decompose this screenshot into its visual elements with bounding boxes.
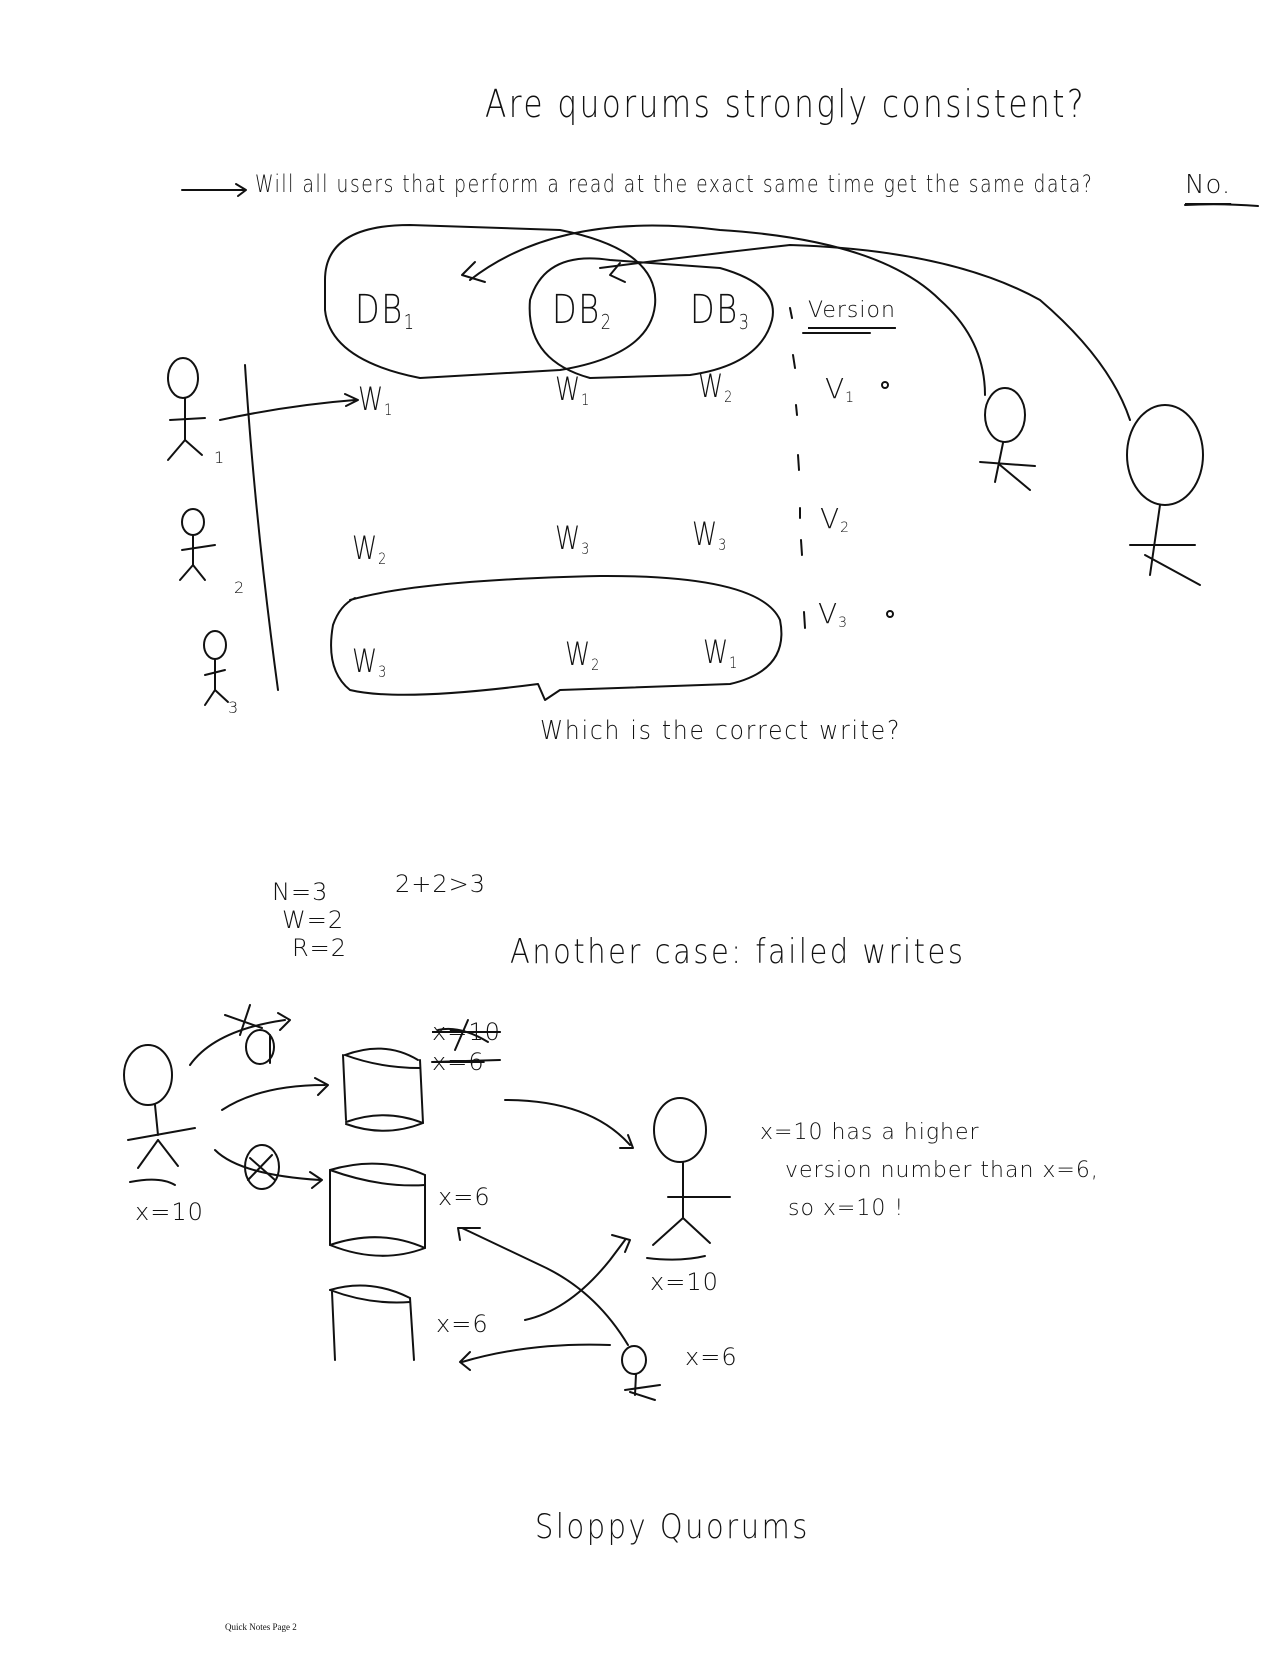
db-a-old-value: x=10	[432, 1018, 501, 1046]
version-header: Version	[808, 298, 896, 323]
user-2-label: 2	[234, 578, 246, 597]
reader1-value: x=10	[650, 1268, 719, 1296]
write-cell: W3	[555, 519, 591, 558]
read-arc-user-b	[599, 244, 1131, 421]
db-label-1: DB1	[355, 287, 416, 334]
read-arrow-reader2-to-db-c	[459, 1343, 611, 1371]
reader1-figure	[646, 1097, 731, 1261]
write-cell: W3	[692, 515, 728, 554]
write-cell: W1	[358, 380, 394, 419]
explanation-line-3: so x=10 !	[788, 1196, 905, 1221]
marker-dot	[886, 610, 894, 618]
user-1-label: 1	[214, 448, 226, 467]
consistency-question: Will all users that perform a read at th…	[255, 170, 1094, 198]
db-label-2: DB2	[552, 287, 613, 334]
quorum-loop-db2-db3	[528, 257, 774, 379]
arrow-icon	[181, 183, 247, 197]
section-title-sloppy-quorums: Sloppy Quorums	[535, 1507, 810, 1547]
writer-value: x=10	[135, 1198, 204, 1226]
param-r: R=2	[292, 934, 348, 962]
page-title: Are quorums strongly consistent?	[485, 82, 1086, 126]
write-cell: W1	[703, 633, 739, 672]
page-footer: Quick Notes Page 2	[225, 1622, 297, 1632]
write-cell: W2	[698, 367, 734, 406]
quorum-loop-db1-db2	[324, 224, 657, 379]
success-mark-circle	[245, 1029, 275, 1065]
write-cell: W3	[352, 642, 388, 681]
version-cell: V2	[820, 502, 851, 537]
strike-x6	[431, 1059, 501, 1063]
answer-underline	[1184, 203, 1259, 207]
read-arrow-db-c-to-reader1	[524, 1234, 631, 1321]
arc-arrowhead-b	[609, 262, 626, 283]
db-label-3: DB3	[690, 287, 751, 334]
reader-a-figure	[979, 387, 1036, 491]
cross-mark	[224, 1004, 263, 1036]
reader-b-figure	[1126, 404, 1204, 586]
explanation-line-1: x=10 has a higher	[760, 1120, 980, 1145]
db-cylinder-a	[342, 1047, 424, 1132]
writer-figure	[123, 1044, 196, 1186]
write-arrow-user1	[219, 393, 359, 421]
explanation-line-2: version number than x=6,	[785, 1158, 1099, 1183]
version-cell: V3	[818, 597, 849, 632]
timeline-axis	[244, 364, 279, 691]
write-arrow-db-a	[221, 1077, 329, 1111]
reader2-value: x=6	[685, 1343, 738, 1371]
failure-mark-circle	[244, 1144, 280, 1190]
arc-arrowhead-a	[461, 261, 486, 283]
db-cylinder-c	[329, 1284, 415, 1361]
marker-dot	[881, 381, 889, 389]
param-n: N=3	[272, 878, 329, 906]
db-cylinder-b	[329, 1162, 426, 1257]
db-c-value: x=6	[436, 1310, 489, 1338]
version-cell: V1	[825, 372, 856, 407]
db-b-value: x=6	[438, 1183, 491, 1211]
user-1-figure	[167, 357, 206, 461]
quorum-check: 2+2>3	[395, 870, 487, 898]
section-title-failed-writes: Another case: failed writes	[510, 932, 966, 972]
user-3-figure	[203, 630, 229, 706]
write-cell: W1	[555, 370, 591, 409]
version-divider	[789, 307, 806, 629]
db-a-value: x=6	[432, 1048, 485, 1076]
read-arc-user-a	[469, 224, 986, 396]
param-w: W=2	[282, 906, 345, 934]
strike-x10	[437, 1019, 489, 1051]
reader2-figure	[621, 1345, 661, 1401]
row3-selection-loop	[330, 574, 783, 701]
write-cell: W2	[565, 635, 601, 674]
user-3-label: 3	[228, 698, 240, 717]
failed-write-arrow	[189, 1012, 291, 1066]
write-cell: W2	[352, 529, 388, 568]
answer-label: No.	[1185, 170, 1232, 200]
read-arrow-reader1	[504, 1099, 634, 1149]
read-arrow-reader2-to-db-b	[457, 1227, 629, 1346]
correct-write-question: Which is the correct write?	[540, 716, 902, 746]
user-2-figure	[179, 508, 216, 581]
write-arrow-db-b	[214, 1149, 323, 1189]
